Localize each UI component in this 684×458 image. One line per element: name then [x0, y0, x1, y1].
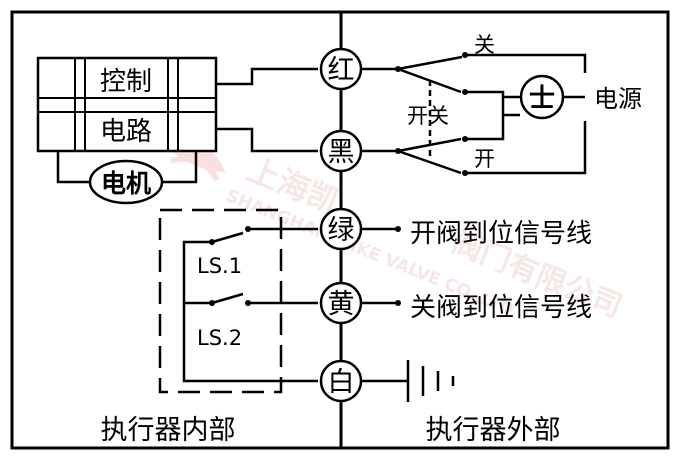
signal-wires	[361, 227, 398, 305]
terminal-red: 红	[319, 47, 363, 91]
ls2-label: LS.2	[197, 326, 242, 350]
limit-switch-dashed-box	[158, 208, 283, 394]
terminal-red-label: 红	[328, 55, 355, 86]
open-signal-label: 开阀到位信号线	[410, 219, 592, 249]
ls1-label: LS.1	[197, 254, 242, 278]
switch-power-wires	[361, 53, 587, 175]
power-symbol: 士	[529, 84, 555, 114]
motor: 电机	[56, 151, 198, 205]
control-label: 控制	[100, 67, 152, 97]
power-label: 电源	[594, 85, 642, 113]
terminal-green: 绿	[319, 207, 363, 251]
close-contact-label: 关	[474, 33, 495, 57]
switch-contacts	[395, 52, 468, 176]
inside-section-label: 执行器内部	[101, 415, 236, 446]
close-signal-terminal	[395, 300, 401, 306]
limit-switch-wires	[182, 227, 318, 383]
terminal-white-label: 白	[328, 367, 355, 398]
control-wires	[216, 67, 318, 153]
power-source: 士	[503, 74, 585, 120]
terminal-yellow-label: 黄	[328, 289, 355, 320]
switch-label: 开关	[407, 104, 449, 128]
terminal-black: 黑	[319, 129, 363, 173]
ground-icon	[361, 360, 455, 402]
terminal-green-label: 绿	[328, 215, 355, 246]
terminal-yellow: 黄	[319, 281, 363, 325]
terminal-black-label: 黑	[328, 137, 355, 168]
outside-section-label: 执行器外部	[426, 415, 561, 446]
control-circuit-block: 控制 电路	[36, 56, 218, 153]
terminal-white: 白	[319, 359, 363, 403]
limit-switch-contacts	[209, 226, 251, 306]
open-contact-label: 开	[474, 147, 495, 171]
open-signal-terminal	[395, 226, 401, 232]
circuit-label: 电路	[100, 117, 152, 147]
close-signal-label: 关阀到位信号线	[410, 293, 592, 323]
motor-label: 电机	[101, 169, 151, 198]
